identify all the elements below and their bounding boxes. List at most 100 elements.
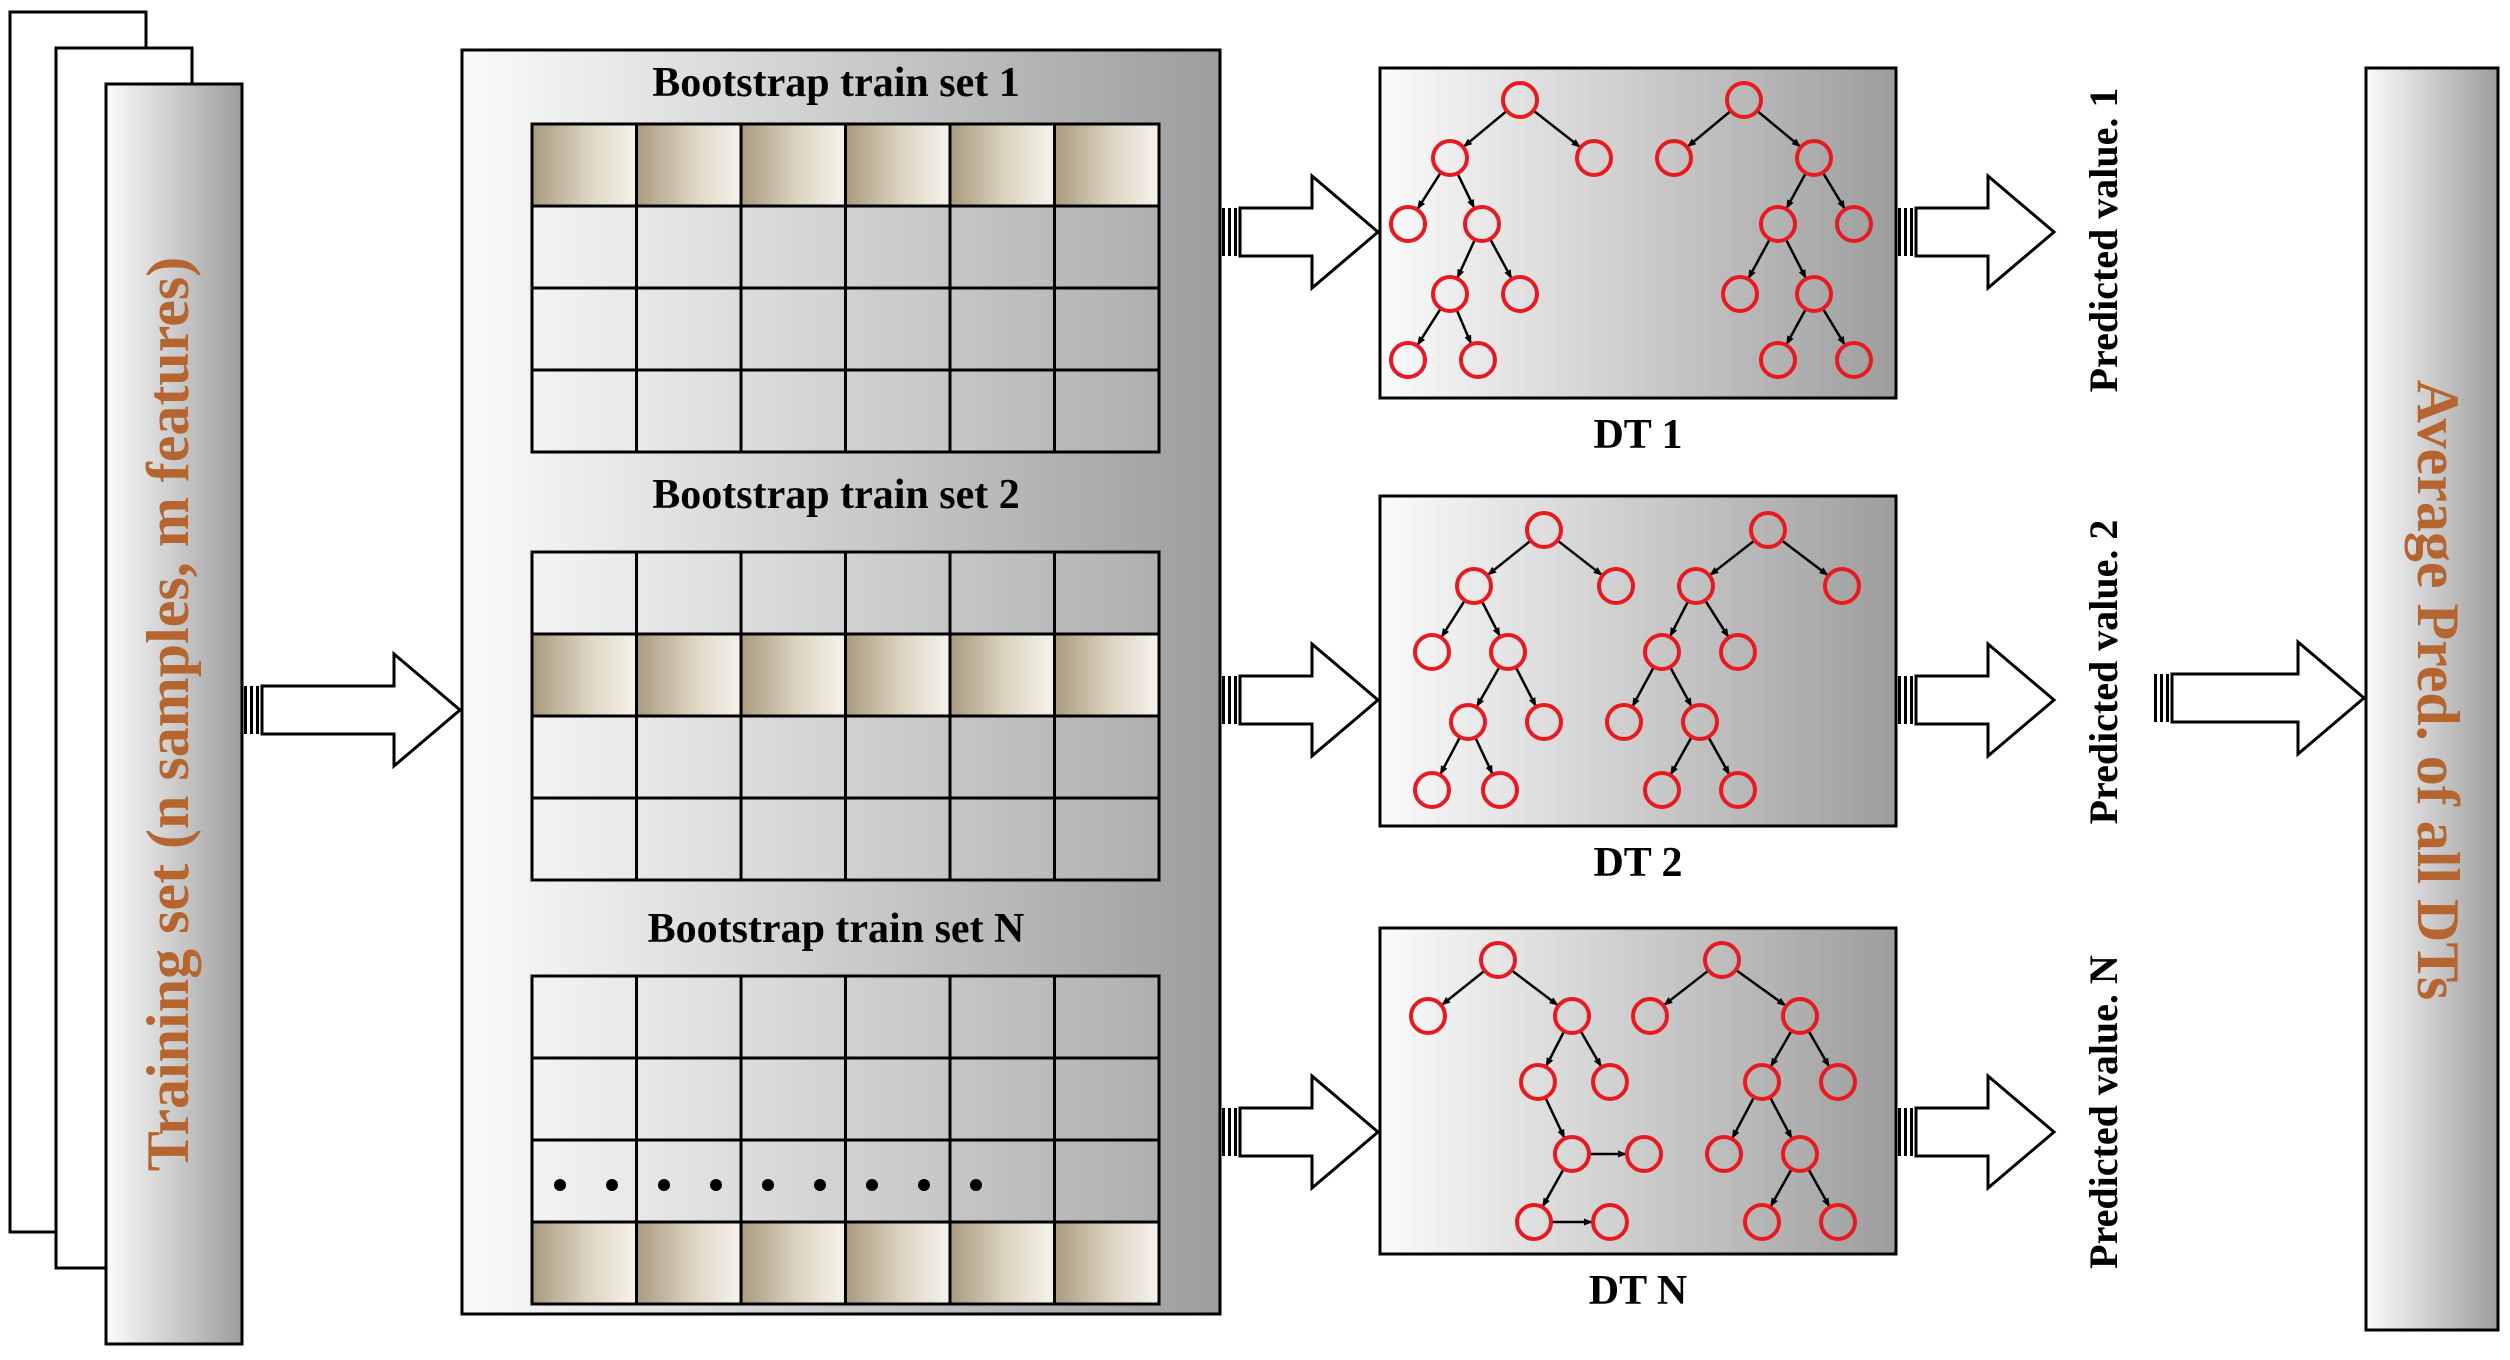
arrow-tail-stripe <box>1910 208 1913 256</box>
grid-cell <box>844 550 952 636</box>
tree-node <box>1409 997 1447 1035</box>
bootstrap-title-n: Bootstrap train set N <box>648 906 1025 952</box>
prediction-output-arrow-3 <box>1898 1072 2057 1192</box>
tree-edge <box>1669 666 1693 707</box>
arrow-tail-stripe <box>2160 674 2163 722</box>
grid-cell <box>739 550 847 636</box>
tree-edge <box>1704 599 1730 638</box>
arrow-body <box>1914 172 2057 292</box>
tree-node <box>1681 703 1719 741</box>
tree-input-arrow-3 <box>1222 1072 1381 1192</box>
bootstrap-grid-2 <box>530 550 1161 882</box>
tree-box-n <box>1378 926 1898 1256</box>
tree-node <box>1591 1203 1629 1241</box>
grid-cell <box>739 204 847 290</box>
tree-edge <box>1631 666 1655 707</box>
grid-cell <box>844 286 952 372</box>
sampled-row-cell <box>948 1220 1056 1306</box>
tree-edge <box>1416 171 1442 210</box>
grid-cell <box>635 286 743 372</box>
tree-input-arrow-1 <box>1222 172 1381 292</box>
grid-cell <box>635 550 743 636</box>
grid-cell <box>530 1056 638 1142</box>
arrow-tail-stripe <box>1910 676 1913 724</box>
tree-node <box>1743 1063 1781 1101</box>
tree-input-arrow-2 <box>1222 640 1381 760</box>
ellipsis-dot <box>606 1179 618 1191</box>
tree-graph-1 <box>1389 81 1873 379</box>
tree-edge <box>1579 1030 1603 1068</box>
tree-edge <box>1440 599 1466 638</box>
tree-node <box>1719 633 1757 671</box>
tree-node <box>1705 1135 1743 1173</box>
grid-cell <box>635 714 743 800</box>
arrow-tail-stripe <box>244 686 247 734</box>
grid-cell <box>635 974 743 1060</box>
sampled-row-cell <box>739 122 847 208</box>
tree-edge <box>1709 539 1756 576</box>
grid-cell <box>635 1056 743 1142</box>
tree-node <box>1643 771 1681 809</box>
arrow-tail-stripe <box>1898 208 1901 256</box>
tree-edge <box>1669 600 1690 637</box>
sampled-row-cell <box>1053 632 1161 718</box>
prediction-output-arrow-2 <box>1898 640 2057 760</box>
arrow-tail-stripe <box>1228 1108 1231 1156</box>
tree-node <box>1823 567 1861 605</box>
tree-edge <box>1463 109 1508 148</box>
ellipsis-dot <box>658 1179 670 1191</box>
tree-node <box>1703 941 1741 979</box>
ellipsis-dot <box>710 1179 722 1191</box>
final-block-arrow <box>2154 638 2367 758</box>
tree-label-1: DT 1 <box>1593 412 1682 458</box>
tree-edge <box>1541 1168 1565 1208</box>
grid-cell <box>530 550 638 636</box>
tree-node <box>1553 997 1591 1035</box>
tree-node <box>1489 633 1527 671</box>
tree-edge <box>1780 539 1829 577</box>
arrow-tail-stripe <box>2166 674 2169 722</box>
grid-cell <box>530 1138 638 1224</box>
arrow-body <box>1238 1072 1381 1192</box>
tree-edge <box>1441 969 1486 1006</box>
arrow-tail-stripe <box>1228 676 1231 724</box>
grid-cell <box>948 286 1056 372</box>
grid-cell <box>844 1056 952 1142</box>
tree-edge <box>1456 172 1476 209</box>
grid-cell <box>635 204 743 290</box>
tree-node <box>1605 703 1643 741</box>
arrow-tail-stripe <box>1904 676 1907 724</box>
arrow-body <box>1238 640 1381 760</box>
tree-edge <box>1544 1096 1566 1139</box>
tree-node <box>1597 567 1635 605</box>
tree-node <box>1481 771 1519 809</box>
tree-node <box>1725 81 1763 119</box>
grid-cell <box>1053 368 1161 454</box>
tree-node <box>1413 633 1451 671</box>
sampled-row-cell <box>739 1220 847 1306</box>
arrow-body <box>260 650 463 770</box>
tree-panel-n: DT N <box>1378 926 1898 1314</box>
tree-edge <box>1416 307 1442 346</box>
tree-node <box>1781 997 1819 1035</box>
tree-node <box>1459 341 1497 379</box>
bootstrap-title-2: Bootstrap train set 2 <box>652 472 1019 518</box>
tree-panel-2: DT 2 <box>1378 494 1898 886</box>
tree-edge <box>1474 736 1494 775</box>
arrow-tail-stripe <box>1222 208 1225 256</box>
tree-node <box>1449 703 1487 741</box>
sampled-row-cell <box>635 632 743 718</box>
grid-cell <box>948 796 1056 882</box>
arrow-tail-stripe <box>1898 676 1901 724</box>
sampled-row-cell <box>1053 122 1161 208</box>
tree-edge <box>1768 1096 1793 1139</box>
tree-edge <box>1769 1030 1793 1068</box>
tree-edge <box>1475 666 1501 708</box>
sampled-row-cell <box>530 1220 638 1306</box>
tree-edge <box>1785 308 1807 345</box>
grid-cell <box>739 1138 847 1224</box>
sampled-row-cell <box>948 122 1056 208</box>
prediction-label-2: Predicted value. 2 <box>2081 520 2126 825</box>
tree-edge <box>1785 172 1807 209</box>
tree-edge <box>1489 238 1513 279</box>
